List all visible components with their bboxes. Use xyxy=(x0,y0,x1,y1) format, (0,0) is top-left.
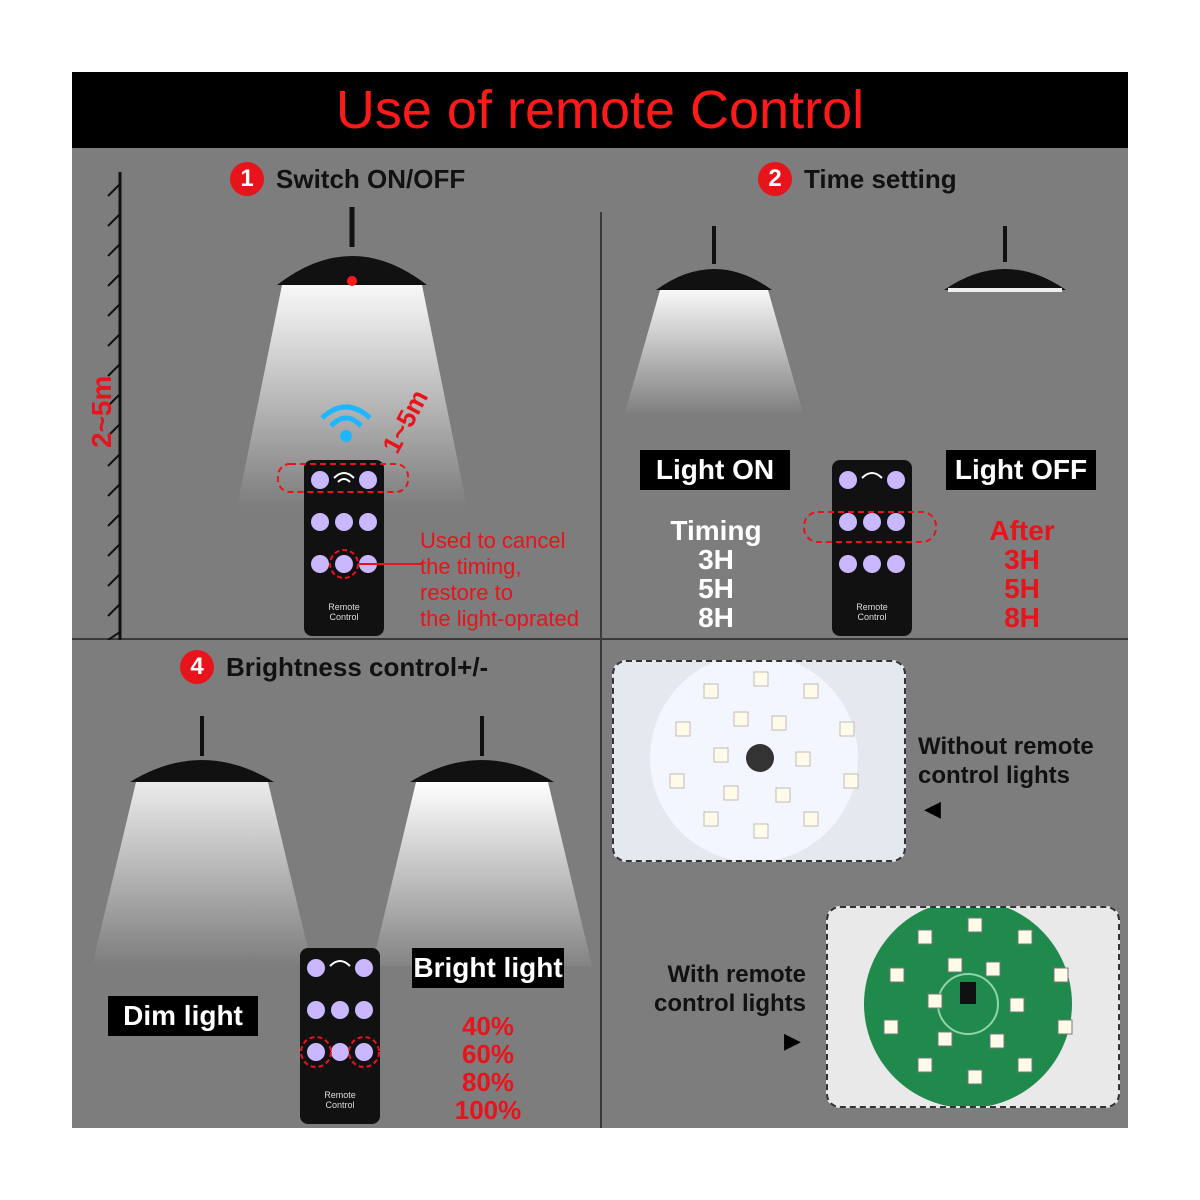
highlight-timer-buttons xyxy=(803,511,937,543)
after-line: 3H xyxy=(1004,544,1040,575)
step-number-badge: 4 xyxy=(180,650,214,684)
level-100: 100% xyxy=(454,1095,522,1125)
timing-line: Timing xyxy=(670,515,762,546)
after-line: 5H xyxy=(1004,573,1040,604)
lamp-bright-icon xyxy=(372,716,592,966)
caption-line: control lights xyxy=(654,990,806,1017)
board-with-remote xyxy=(826,906,1120,1108)
page-title: Use of remote Control xyxy=(335,80,865,140)
wifi-signal-icon xyxy=(320,404,372,442)
timing-column: Timing 3H 5H 8H xyxy=(656,516,776,632)
level-80: 80% xyxy=(461,1067,515,1097)
arrow-right-icon: ▶ xyxy=(784,1028,801,1053)
note-line: the light-oprated xyxy=(420,606,579,631)
height-ruler xyxy=(107,172,122,640)
lamp-on-icon xyxy=(237,207,467,507)
level-60: 60% xyxy=(461,1039,515,1069)
remote-brand-line: Control xyxy=(325,1100,354,1110)
caption-line: control lights xyxy=(918,762,1070,789)
led-board-white-icon xyxy=(650,662,859,860)
caption-line: Without remote xyxy=(918,733,1094,760)
step-title: Time setting xyxy=(804,163,957,194)
highlight-on-off xyxy=(277,463,409,493)
brightness-levels: 40% 60% 80% 100% xyxy=(442,1012,534,1124)
step-4-heading: 4 Brightness control+/- xyxy=(180,650,488,684)
remote-control-2: Remote Control xyxy=(832,460,912,636)
remote-brand-line: Remote xyxy=(856,602,888,612)
light-off-label: Light OFF xyxy=(946,450,1096,490)
note-line: the timing, xyxy=(420,554,522,579)
horizontal-divider xyxy=(72,638,1128,640)
after-column: After 3H 5H 8H xyxy=(962,516,1082,632)
height-label: 2~5m xyxy=(86,375,117,448)
infographic-frame: Use of remote Control 1 Switch ON/OFF 2~… xyxy=(72,72,1128,1128)
arrow-left-icon: ◀ xyxy=(924,796,941,821)
with-remote-caption: With remote control lights xyxy=(632,960,806,1018)
timing-line: 8H xyxy=(698,602,734,633)
highlight-auto xyxy=(329,549,422,579)
step-number-badge: 2 xyxy=(758,162,792,196)
dim-light-label: Dim light xyxy=(108,996,258,1036)
lamp-light-off-icon xyxy=(944,226,1066,292)
remote-brand-line: Control xyxy=(857,612,886,622)
level-40: 40% xyxy=(461,1011,515,1041)
timing-line: 3H xyxy=(698,544,734,575)
without-remote-caption: Without remote control lights xyxy=(918,732,1094,790)
step-1-heading: 1 Switch ON/OFF xyxy=(230,162,465,196)
auto-note: Used to cancel the timing, restore to th… xyxy=(420,528,579,632)
lamp-light-on-icon xyxy=(624,226,804,416)
after-line: 8H xyxy=(1004,602,1040,633)
remote-brand-line: Control xyxy=(329,612,358,622)
after-line: After xyxy=(989,515,1055,546)
light-on-label: Light ON xyxy=(640,450,790,490)
remote-brand-line: Remote xyxy=(328,602,360,612)
bright-light-label: Bright light xyxy=(412,948,564,988)
board-without-remote xyxy=(612,660,906,862)
lamp-dim-icon xyxy=(92,716,312,966)
vertical-divider xyxy=(600,212,602,1128)
step-2-heading: 2 Time setting xyxy=(758,162,957,196)
step-title: Brightness control+/- xyxy=(226,651,489,682)
step-title: Switch ON/OFF xyxy=(276,163,466,194)
remote-control-3: Remote Control xyxy=(300,948,380,1124)
remote-control-1: Remote Control xyxy=(304,460,384,636)
timing-line: 5H xyxy=(698,573,734,604)
caption-line: With remote xyxy=(667,961,806,988)
remote-brand-line: Remote xyxy=(324,1090,356,1100)
header-bar: Use of remote Control xyxy=(72,72,1128,148)
note-line: restore to xyxy=(420,580,513,605)
step-number-badge: 1 xyxy=(230,162,264,196)
note-line: Used to cancel xyxy=(420,528,566,553)
led-board-green-icon xyxy=(864,908,1073,1106)
